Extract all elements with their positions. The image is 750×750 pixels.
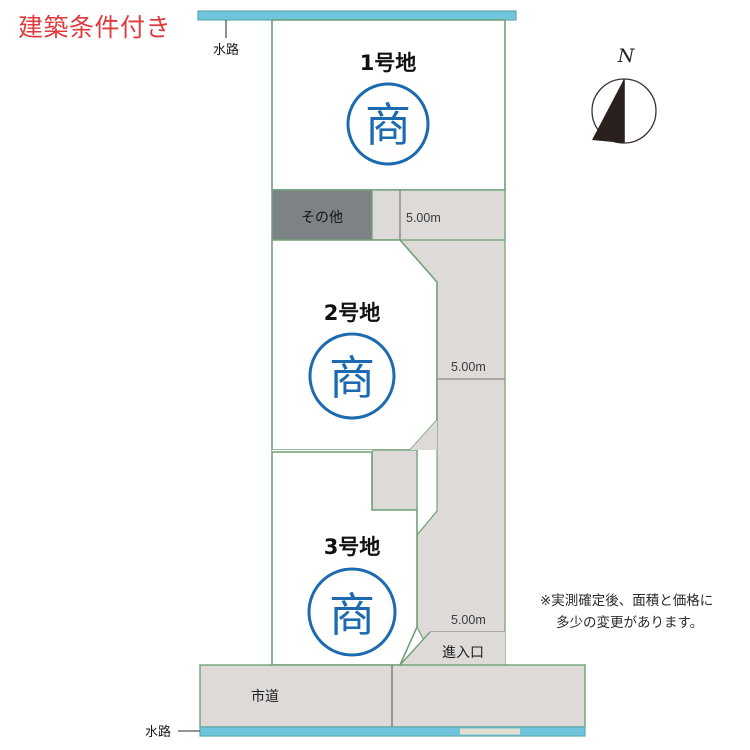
compass-north-label: N [617, 45, 636, 67]
page-title: 建築条件付き [18, 13, 171, 42]
measurement-note-line1: ※実測確定後、面積と価格に [540, 593, 713, 609]
lot-3-zone-badge: 商 [307, 567, 397, 657]
compass-rose [591, 78, 657, 144]
other-parcel-label: その他 [301, 210, 343, 226]
waterway-bottom-band [199, 726, 586, 737]
lot-1-parcel[interactable] [271, 19, 506, 191]
lot-2-zone-mark: 商 [329, 351, 375, 405]
lot-3-name: 3号地 [324, 535, 381, 559]
waterway-top-band [197, 10, 517, 21]
dimension-top: 5.00m [406, 211, 441, 225]
waterway-top-label: 水路 [213, 42, 239, 58]
lot-1-zone-mark: 商 [365, 98, 411, 152]
other-parcel-band [271, 189, 506, 241]
lot-2-name: 2号地 [324, 301, 381, 325]
lot-1-zone-badge: 商 [346, 82, 430, 166]
measurement-note-line2: 多少の変更があります。 [556, 614, 703, 631]
lot-1-name: 1号地 [360, 51, 417, 75]
dimension-middle: 5.00m [451, 360, 486, 374]
city-road-area [199, 664, 586, 728]
entrance-label: 進入口 [442, 645, 484, 661]
dimension-bottom: 5.00m [451, 613, 486, 627]
entrance-area [399, 631, 505, 666]
lot-3-zone-mark: 商 [329, 588, 375, 642]
city-road-label: 市道 [251, 688, 279, 705]
waterway-bottom-label: 水路 [145, 724, 171, 740]
lot-2-zone-badge: 商 [308, 332, 396, 420]
